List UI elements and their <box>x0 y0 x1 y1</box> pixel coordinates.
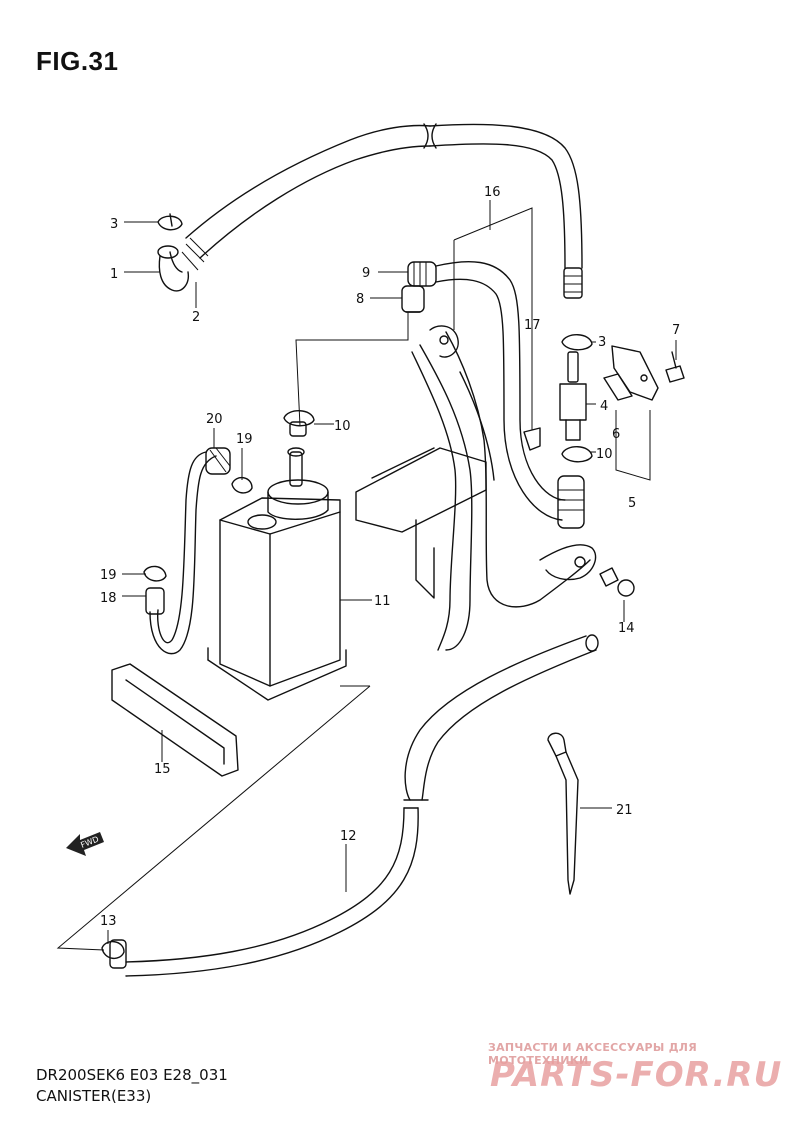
label-part-11: 11 <box>374 594 391 609</box>
watermark-tagline: ЗАПЧАСТИ И АКСЕССУАРЫ ДЛЯ МОТОТЕХНИКИ <box>488 1041 698 1067</box>
figure-code: DR200SEK6 E03 E28_031 <box>36 1066 228 1084</box>
clamp-19-left <box>143 565 167 582</box>
holder-17 <box>523 427 541 451</box>
label-part-3-right: 3 <box>598 335 606 350</box>
label-part-16: 16 <box>484 185 501 200</box>
label-part-3-top: 3 <box>110 217 118 232</box>
label-part-13: 13 <box>100 914 117 929</box>
leader-lines <box>107 200 677 944</box>
label-part-4: 4 <box>600 399 608 414</box>
label-part-19-top: 19 <box>236 432 253 447</box>
valve-4 <box>559 351 587 441</box>
label-part-14: 14 <box>618 621 635 636</box>
figure-title: FIG.31 <box>36 46 119 76</box>
bracket-pipe-16 <box>355 207 597 651</box>
label-part-8: 8 <box>356 292 364 307</box>
bracket-6 <box>603 345 659 401</box>
label-part-15: 15 <box>154 762 171 777</box>
clamp-3-right <box>561 334 593 351</box>
watermark-logo: PARTS-FOR.RU <box>490 1055 782 1094</box>
label-part-1: 1 <box>110 267 118 282</box>
label-part-20: 20 <box>206 412 223 427</box>
label-part-6: 6 <box>612 427 620 442</box>
label-part-9: 9 <box>362 266 370 281</box>
joint-8 <box>401 285 425 313</box>
label-part-2: 2 <box>192 310 200 325</box>
bolt-14 <box>599 567 635 597</box>
fwd-arrow: FWD <box>66 832 104 856</box>
canister-11 <box>207 447 347 701</box>
figure-caption: CANISTER(E33) <box>36 1087 152 1105</box>
part-labels: 1 2 3 3 4 5 6 7 8 9 10 10 11 12 13 14 15… <box>100 185 680 929</box>
group-line-5-6 <box>615 410 651 481</box>
watermark-brand: PARTS-FOR.RU <box>490 1055 782 1094</box>
hose-2 <box>181 123 583 299</box>
clamp-13 <box>101 939 127 969</box>
bolt-7 <box>665 351 685 383</box>
hose-end-lower <box>557 475 585 529</box>
band-15 <box>111 663 239 777</box>
label-part-12: 12 <box>340 829 357 844</box>
label-part-19-left: 19 <box>100 568 117 583</box>
label-part-10-right: 10 <box>596 447 613 462</box>
guide-line-canister <box>56 685 371 951</box>
hose-20 <box>149 447 231 655</box>
label-part-18: 18 <box>100 591 117 606</box>
label-part-21: 21 <box>616 803 633 818</box>
label-part-17: 17 <box>524 318 541 333</box>
label-part-10-mid: 10 <box>334 419 351 434</box>
label-part-5: 5 <box>628 496 636 511</box>
clamp-3-top <box>157 213 183 231</box>
clamp-10-right <box>561 446 593 463</box>
clamp-10-mid <box>283 410 315 437</box>
elbow-hose-1 <box>157 245 189 292</box>
joint-18 <box>145 587 165 615</box>
hose-9 <box>407 261 566 521</box>
hose-12 <box>125 634 599 977</box>
label-part-7: 7 <box>672 323 680 338</box>
clamp-19-top <box>231 477 253 494</box>
tie-21 <box>547 732 579 895</box>
